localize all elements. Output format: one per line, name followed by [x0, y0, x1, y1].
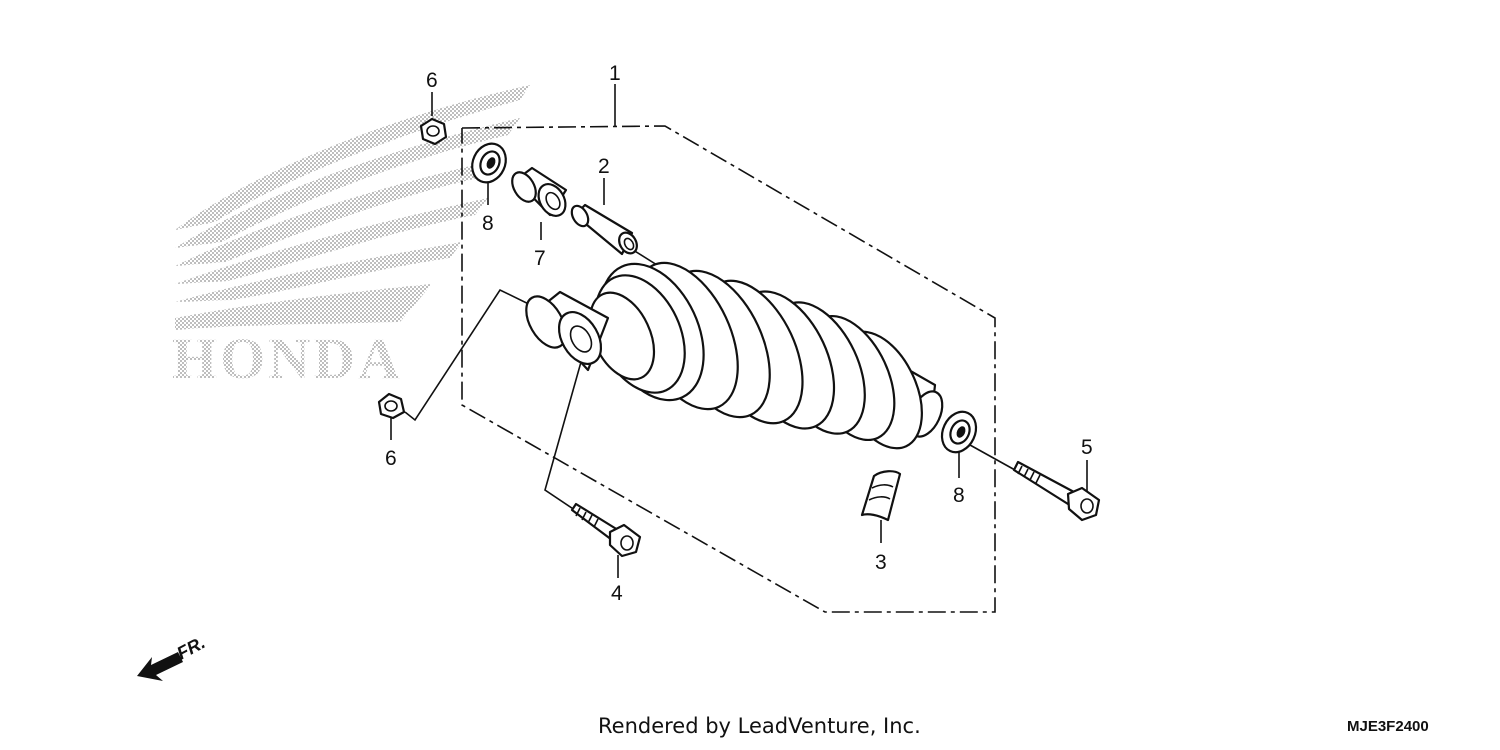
callout-1: 1: [609, 62, 621, 85]
honda-wing-logo: HONDA: [172, 85, 530, 391]
callout-8b: 8: [953, 484, 965, 507]
callout-7: 7: [534, 247, 546, 270]
callout-3: 3: [875, 551, 887, 574]
callout-4: 4: [611, 582, 623, 605]
collar-icon: [511, 166, 568, 217]
callout-5: 5: [1081, 436, 1093, 459]
front-direction-indicator: FR.: [137, 632, 208, 681]
callout-8a: 8: [482, 212, 494, 235]
bearing-upper-icon: [471, 142, 507, 184]
bearing-lower-icon: [940, 410, 978, 454]
front-direction-arrow-icon: [137, 652, 183, 681]
render-credit: Rendered by LeadVenture, Inc.: [598, 714, 921, 738]
callout-labels: 1 2 3 4 5 6 6 7 8 8: [385, 62, 1093, 605]
bolt-lower-icon: [1012, 460, 1101, 522]
nut-lower-icon: [377, 392, 406, 420]
rear-shock-absorber-icon: [525, 261, 944, 450]
label-plate-icon: [860, 470, 902, 522]
callout-6b: 6: [385, 447, 397, 470]
diagram-code: MJE3F2400: [1347, 718, 1429, 735]
bolt-upper-icon: [570, 502, 642, 558]
assembly-boundary: [461, 125, 996, 613]
callout-6a: 6: [426, 69, 438, 92]
spacer-pipe-icon: [570, 203, 638, 256]
nut-upper-icon: [419, 117, 448, 146]
callout-2: 2: [598, 155, 610, 178]
honda-watermark-text: HONDA: [172, 326, 403, 391]
